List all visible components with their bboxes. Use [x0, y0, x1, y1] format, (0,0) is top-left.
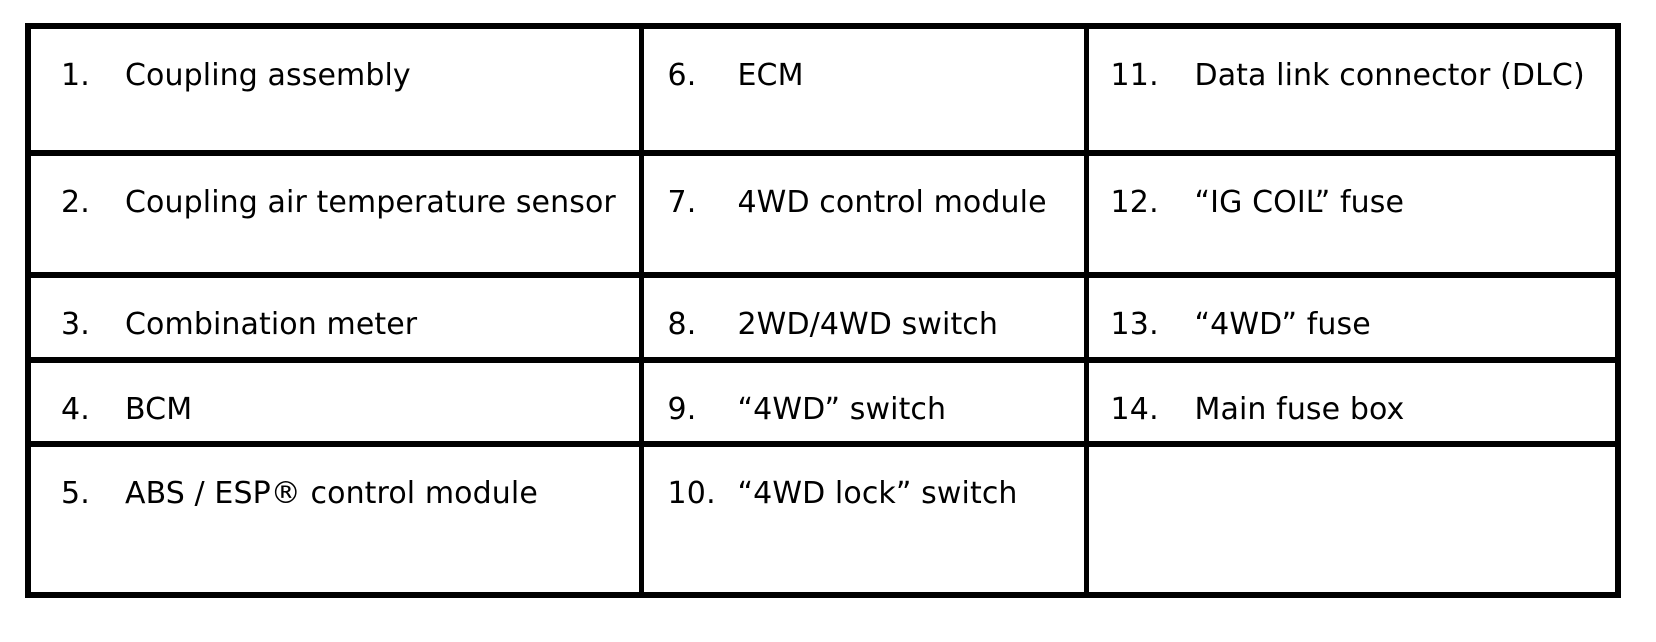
legend-cell-12: 12. “IG COIL” fuse	[1086, 153, 1618, 278]
legend-cell-9: 9. “4WD” switch	[641, 360, 1089, 448]
item-label: Coupling assembly	[125, 58, 411, 93]
legend-cell-empty	[1086, 444, 1618, 595]
item-label: Coupling air temperature sensor	[125, 185, 616, 221]
item-label: Combination meter	[125, 306, 418, 342]
item-label: 2WD/4WD switch	[737, 306, 999, 342]
cell-content: 14. Main fuse box	[1089, 363, 1616, 430]
item-number: 4.	[61, 392, 91, 428]
legend-cell-4: 4. BCM	[28, 360, 644, 448]
component-legend-table: 1. Coupling assembly 6. ECM 11. Data lin…	[25, 23, 1621, 598]
cell-content: 9. “4WD” switch	[644, 363, 1084, 430]
item-number: 10.	[667, 476, 716, 512]
item-label: BCM	[125, 392, 193, 428]
legend-cell-8: 8. 2WD/4WD switch	[641, 274, 1089, 364]
item-label: ECM	[737, 58, 804, 93]
item-label: “IG COIL” fuse	[1194, 185, 1405, 221]
item-number: 3.	[61, 306, 91, 342]
item-label: 4WD control module	[737, 185, 1047, 221]
legend-cell-3: 3. Combination meter	[28, 274, 644, 364]
item-number: 11.	[1110, 58, 1159, 93]
table-row: 5. ABS / ESP® control module 10. “4WD lo…	[28, 444, 1618, 595]
item-number: 9.	[667, 392, 697, 428]
item-number: 8.	[667, 306, 697, 342]
legend-cell-6: 6. ECM	[641, 26, 1089, 157]
cell-content: 1. Coupling assembly	[31, 29, 639, 96]
item-label: “4WD” switch	[737, 392, 947, 428]
cell-content: 8. 2WD/4WD switch	[644, 278, 1084, 345]
item-number: 12.	[1110, 185, 1159, 221]
table-row: 2. Coupling air temperature sensor 7. 4W…	[28, 153, 1618, 278]
item-number: 5.	[61, 476, 91, 512]
cell-content: 2. Coupling air temperature sensor	[31, 156, 639, 223]
item-number: 6.	[667, 58, 697, 93]
cell-content: 3. Combination meter	[31, 278, 639, 345]
cell-content: 13. “4WD” fuse	[1089, 278, 1616, 345]
item-number: 7.	[667, 185, 697, 221]
table-row: 3. Combination meter 8. 2WD/4WD switch 1…	[28, 274, 1618, 364]
table-body: 1. Coupling assembly 6. ECM 11. Data lin…	[28, 26, 1618, 595]
cell-content: 7. 4WD control module	[644, 156, 1084, 223]
cell-content: 4. BCM	[31, 363, 639, 430]
legend-cell-1: 1. Coupling assembly	[28, 26, 644, 157]
legend-cell-5: 5. ABS / ESP® control module	[28, 444, 644, 595]
legend-cell-7: 7. 4WD control module	[641, 153, 1089, 278]
item-number: 13.	[1110, 306, 1159, 342]
item-label: Data link connector (DLC)	[1194, 58, 1585, 93]
table-row: 1. Coupling assembly 6. ECM 11. Data lin…	[28, 26, 1618, 157]
item-number: 2.	[61, 185, 91, 221]
item-number: 1.	[61, 58, 91, 93]
cell-content: 10. “4WD lock” switch	[644, 447, 1084, 514]
item-number: 14.	[1110, 392, 1159, 428]
cell-content: 6. ECM	[644, 29, 1084, 96]
table-row: 4. BCM 9. “4WD” switch 14. Main fuse box	[28, 360, 1618, 448]
item-label: “4WD” fuse	[1194, 306, 1371, 342]
legend-cell-10: 10. “4WD lock” switch	[641, 444, 1089, 595]
cell-content: 11. Data link connector (DLC)	[1089, 29, 1616, 96]
legend-cell-11: 11. Data link connector (DLC)	[1086, 26, 1618, 157]
cell-content: 5. ABS / ESP® control module	[31, 447, 639, 514]
legend-cell-13: 13. “4WD” fuse	[1086, 274, 1618, 364]
cell-content: 12. “IG COIL” fuse	[1089, 156, 1616, 223]
item-label: ABS / ESP® control module	[125, 476, 538, 512]
legend-cell-14: 14. Main fuse box	[1086, 360, 1618, 448]
item-label: Main fuse box	[1194, 392, 1405, 428]
legend-cell-2: 2. Coupling air temperature sensor	[28, 153, 644, 278]
item-label: “4WD lock” switch	[737, 476, 1018, 512]
